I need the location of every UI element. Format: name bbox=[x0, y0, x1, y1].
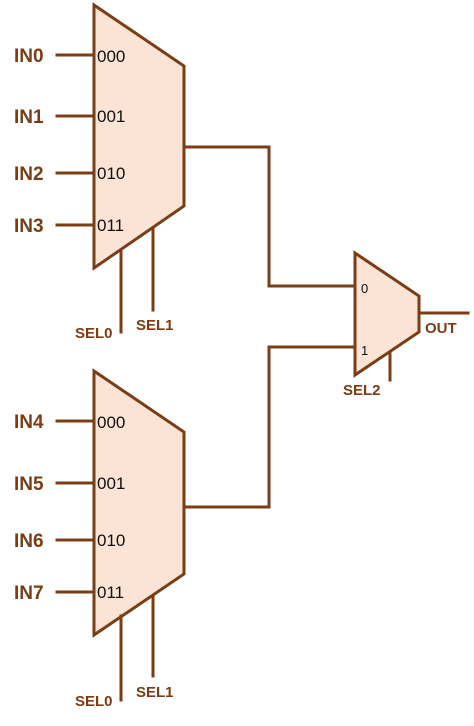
code-top-010: 010 bbox=[97, 164, 125, 183]
label-in2: IN2 bbox=[14, 164, 44, 185]
mux-final: 0 1 OUT SEL2 bbox=[343, 250, 470, 399]
code-bottom-010: 010 bbox=[97, 531, 125, 550]
label-in4: IN4 bbox=[14, 412, 44, 433]
label-top-sel0: SEL0 bbox=[75, 325, 113, 342]
label-out: OUT bbox=[425, 320, 457, 337]
mux-bottom-body bbox=[92, 368, 186, 638]
code-top-001: 001 bbox=[97, 107, 125, 126]
label-bottom-sel1: SEL1 bbox=[136, 684, 174, 701]
label-top-sel1: SEL1 bbox=[136, 317, 174, 334]
label-sel2: SEL2 bbox=[343, 382, 381, 399]
code-bottom-011: 011 bbox=[97, 583, 124, 602]
code-final-0: 0 bbox=[361, 281, 368, 296]
code-bottom-001: 001 bbox=[97, 474, 125, 493]
label-in3: IN3 bbox=[14, 216, 44, 237]
mux-top-body bbox=[92, 2, 186, 271]
code-bottom-000: 000 bbox=[97, 413, 125, 432]
mux-final-body bbox=[353, 250, 421, 378]
label-in1: IN1 bbox=[14, 107, 44, 128]
label-in0: IN0 bbox=[14, 46, 44, 67]
label-in6: IN6 bbox=[14, 531, 44, 552]
wire-bottom-to-final bbox=[182, 345, 357, 509]
code-top-000: 000 bbox=[97, 47, 125, 66]
label-in5: IN5 bbox=[14, 474, 44, 495]
label-in7: IN7 bbox=[14, 583, 44, 604]
mux-top: IN0 IN1 IN2 IN3 000 001 010 011 SEL0 SEL… bbox=[14, 2, 186, 342]
code-top-011: 011 bbox=[97, 216, 124, 235]
mux-bottom: IN4 IN5 IN6 IN7 000 001 010 011 SEL0 SEL… bbox=[14, 368, 186, 710]
label-bottom-sel0: SEL0 bbox=[75, 693, 113, 710]
code-final-1: 1 bbox=[361, 343, 368, 358]
wire-top-to-final bbox=[182, 145, 357, 288]
